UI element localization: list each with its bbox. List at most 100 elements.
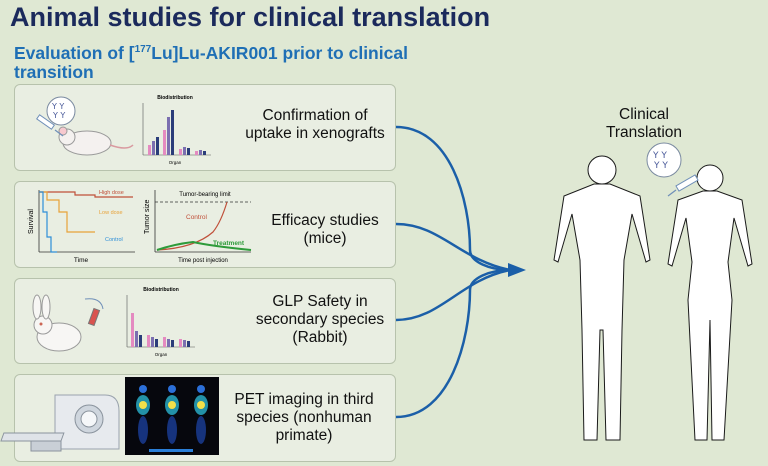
xenograft-illustration: Y Y Y Y Biodistribution Organ [36,95,211,165]
clinical-line: Clinical [619,106,669,123]
biodistribution-chart: Biodistribution Organ [126,287,195,357]
panel-label: Efficacy studies (mice) [255,212,395,248]
bar [163,130,166,155]
syringe-icon [36,114,64,137]
bar [131,313,134,347]
clinical-translation-label: Clinical Translation [588,106,700,142]
rabbit-icon [32,294,82,352]
panel-pet-imaging: PET imaging in third species (nonhuman p… [0,374,396,462]
color-scale-bar [149,449,193,452]
bar [187,148,190,155]
bar [171,340,174,347]
survival-ylabel: Survival [28,209,35,234]
tumor-size-chart: Tumor-bearing limit Control Treatment Tu… [144,190,252,264]
efficacy-charts: High dose Low dose Control Survival Time… [28,190,252,264]
bar [167,117,170,155]
panel-efficacy: High dose Low dose Control Survival Time… [14,181,396,268]
pet-scanner-icon [0,394,120,452]
tumor-treatment-curve [156,240,252,251]
bar [151,337,154,347]
page-subtitle: Evaluation of [177Lu]Lu-AKIR001 prior to… [14,40,434,82]
mouse-icon [58,126,134,156]
subtitle-suffix: Lu]Lu-AKIR001 prior to clinical transiti… [14,42,408,82]
bar [147,335,150,347]
bar [135,331,138,347]
bar [148,145,151,155]
antibody-bubble-icon: Y Y Y Y [646,142,682,178]
survival-xlabel: Time [74,257,89,264]
panel-label-line: species (nonhuman [236,409,372,426]
panel-label: PET imaging in third species (nonhuman p… [221,391,387,445]
chart-title: Biodistribution [143,287,179,293]
arrow-path [395,125,511,272]
panel-label-line: (mice) [303,230,347,247]
panel-label: Confirmation of uptake in xenografts [235,107,395,143]
pet-scan-images [125,377,219,455]
arrow-path [395,268,511,419]
panel-label-line: primate) [275,427,333,444]
bar [179,339,182,347]
pet-imaging-illustration [0,377,219,455]
bar [183,340,186,347]
survival-chart: High dose Low dose Control Survival Time [28,190,135,264]
pet-scan-image [165,385,179,444]
arrow-path [395,222,511,272]
bar [203,151,206,155]
chart-xlabel: Organ [155,352,168,357]
tumor-control-label: Control [186,214,208,221]
page-title: Animal studies for clinical translation [10,2,491,32]
bar [163,337,166,347]
bar [183,147,186,155]
tumor-treatment-label: Treatment [213,240,245,247]
chart-xlabel: Organ [169,160,182,165]
subtitle-isotope-mass: 177 [134,44,152,55]
bar [179,149,182,155]
clinical-line: Translation [605,124,683,141]
glp-safety-illustration: Biodistribution Organ [32,287,195,357]
panel-label-line: Confirmation of [262,107,368,124]
human-figure-icon [553,155,651,441]
subtitle-prefix: Evaluation of [ [14,42,135,63]
high-dose-label: High dose [99,190,124,196]
pet-scan-image [136,385,150,444]
tube-icon [84,298,104,327]
tumor-ylabel: Tumor size [144,200,151,234]
bar [155,339,158,347]
high-dose-curve [39,191,133,198]
panel-label-line: secondary species [255,311,385,328]
arrow-head-icon [508,263,526,277]
panel-label-line: PET imaging in third [234,391,374,408]
panel-xenograft: Y Y Y Y Biodistribution Organ [14,84,396,171]
pet-scan-image [194,385,208,444]
control-label: Control [105,237,123,243]
panel-label-line: GLP Safety in [272,293,368,310]
svg-text:Y Y: Y Y [652,151,667,161]
chart-title: Biodistribution [157,95,193,101]
panel-label-line: uptake in xenografts [245,125,385,142]
bar [139,335,142,347]
panel-glp-safety: Biodistribution Organ GLP Safety in seco… [14,278,396,364]
control-curve [39,191,57,253]
antibody-bubble-icon: Y Y Y Y [46,96,76,126]
tumor-limit-label: Tumor-bearing limit [179,192,231,198]
bar [152,141,155,155]
svg-text:Y Y: Y Y [52,111,65,120]
panel-label: GLP Safety in secondary species (Rabbit) [245,293,395,347]
bar [156,137,159,155]
panel-label-line: (Rabbit) [292,329,348,346]
panel-label-line: Efficacy studies [271,212,379,229]
syringe-icon [667,174,699,197]
svg-text:Y Y: Y Y [653,161,668,171]
bar [171,110,174,155]
bar [195,151,198,155]
bar [187,341,190,347]
svg-text:Y Y: Y Y [51,102,64,111]
biodistribution-chart: Biodistribution Organ [142,95,211,165]
low-dose-curve [39,191,95,233]
tumor-control-curve [156,201,228,251]
bar [167,339,170,347]
human-figure-icon [667,164,753,441]
arrow-path [395,268,511,322]
